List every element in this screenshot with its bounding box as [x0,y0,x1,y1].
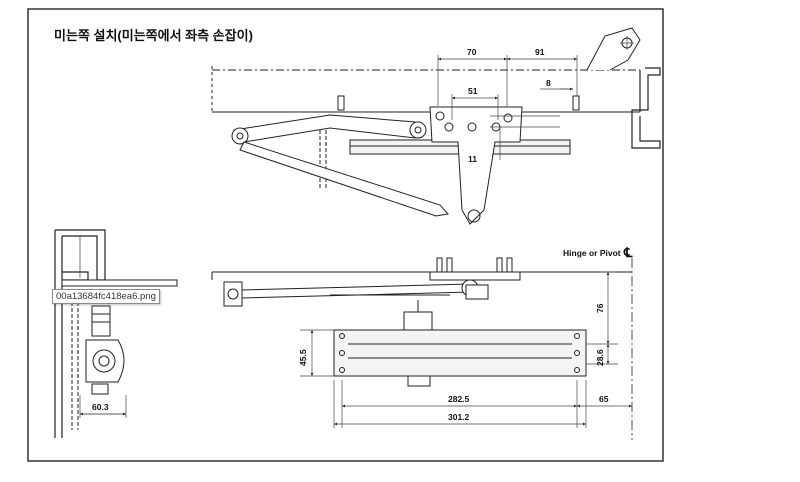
diagram-title: 미는쪽 설치(미는쪽에서 좌측 손잡이) [54,28,253,43]
hinge-label: Hinge or Pivot [563,248,621,258]
mounting-plate [429,106,523,225]
diagram-border [27,8,664,462]
dim-76: 76 [595,303,605,313]
front-view [211,257,633,440]
top-frame-profile [631,67,661,149]
side-frame-profile [54,229,106,438]
filename-tooltip: 00a13684fc418ea6.png [52,289,160,304]
dim-28-6: 28.6 [595,349,605,366]
dim-65: 65 [599,394,609,404]
forearm [239,141,449,217]
dim-301-2: 301.2 [448,412,470,422]
dim-282-5: 282.5 [448,394,470,404]
dim-60-3: 60.3 [92,402,109,412]
dim-11: 11 [468,154,477,164]
side-view [54,229,178,438]
front-closer-body [333,329,587,377]
dim-45-5: 45.5 [298,349,308,366]
dim-51: 51 [468,86,478,96]
hinge-symbol: ℄ [623,245,633,260]
dim-91: 91 [535,47,545,57]
dim-8: 8 [546,78,551,88]
dim-70: 70 [467,47,477,57]
top-view [211,27,661,225]
